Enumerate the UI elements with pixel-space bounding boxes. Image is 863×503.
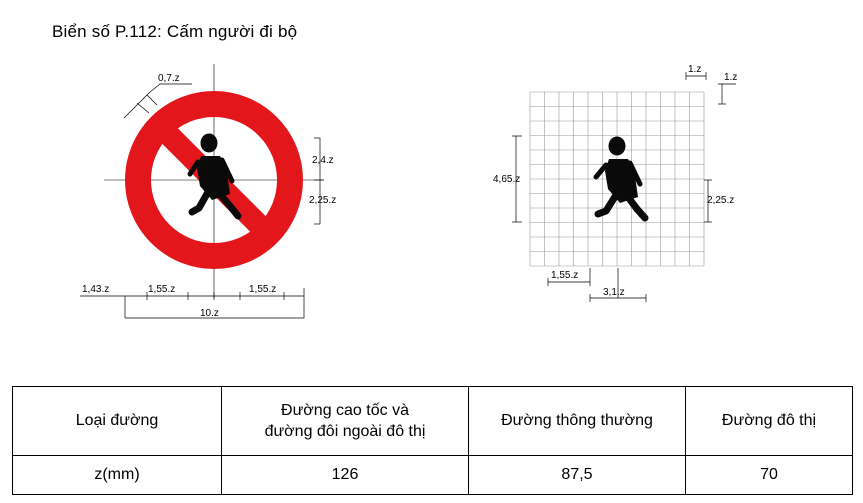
red-ring [125,91,303,269]
table-row: z(mm) 126 87,5 70 [12,455,853,495]
header-highway-line1: Đường cao tốc và [281,402,409,419]
header-urban-road: Đường đô thị [685,386,853,456]
grid-right: 1.z 1.z 4,65.z 2,25.z 1,55.z 3,1.z [493,64,737,302]
header-highway-line2: đường đôi ngoài đô thị [264,423,426,440]
dim-label-cell-w: 1.z [688,64,701,75]
value-highway: 126 [221,455,469,495]
value-urban-road: 70 [685,455,853,495]
spec-table: Loại đường Đường cao tốc và đường đôi ng… [12,386,853,495]
dim-label-cell-h: 1.z [724,72,737,83]
dim-label-bottom-a: 1,43.z [82,284,109,295]
dim-bottom-left-sign [80,288,305,319]
dim-right-left-sign [314,137,324,225]
dim-label-bottom-a-grid: 1,55.z [551,270,578,281]
sign-left: 0,7.z 2,4.z 2,25.z 1,43.z 1,55.z 1,55.z … [80,64,336,319]
sign-technical-drawing: 0,7.z 2,4.z 2,25.z 1,43.z 1,55.z 1,55.z … [80,64,737,319]
page-title: Biển số P.112: Cấm người đi bộ [52,22,298,41]
dim-right-lower [704,179,712,223]
table-header-row: Loại đường Đường cao tốc và đường đôi ng… [12,386,853,456]
dim-label-bottom-b-grid: 3,1.z [603,287,625,298]
value-normal-road: 87,5 [468,455,686,495]
header-road-type: Loại đường [12,386,222,456]
row-label: z(mm) [12,455,222,495]
dim-label-right-lower: 2,25.z [309,195,336,206]
dim-label-top-diag: 0,7.z [158,73,180,84]
header-highway: Đường cao tốc và đường đôi ngoài đô thị [221,386,469,456]
dim-label-left-height: 4,65.z [493,174,520,185]
dim-top-right [685,72,736,105]
dim-top-diag [123,83,192,119]
dim-label-bottom-total: 10.z [200,308,219,319]
dim-label-right-lower-grid: 2,25.z [707,195,734,206]
dim-label-right-upper: 2,4.z [312,155,334,166]
dim-label-bottom-c: 1,55.z [249,284,276,295]
pedestrian-figure-left [187,133,242,220]
dim-left-height [512,135,522,223]
dim-label-bottom-b: 1,55.z [148,284,175,295]
header-normal-road: Đường thông thường [468,386,686,456]
pedestrian-figure-right [593,136,649,222]
dim-bottom-right [547,268,647,302]
